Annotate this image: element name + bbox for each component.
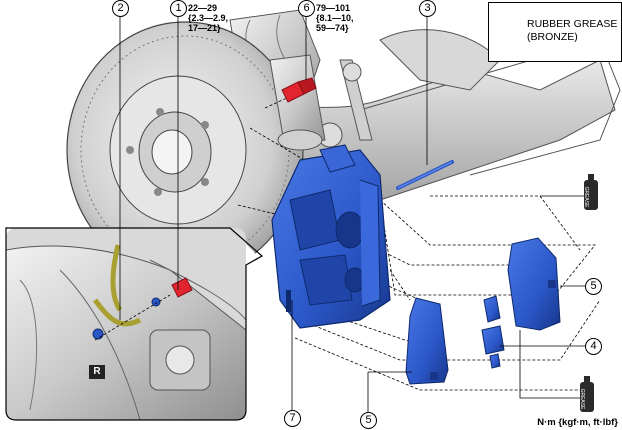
- callout-5-lower: 5: [360, 412, 377, 429]
- callout-7: 7: [284, 410, 301, 427]
- legend-line-1: RUBBER GREASE: [527, 18, 618, 30]
- inset-badge-r: R: [89, 365, 105, 379]
- grease-tube-icon: GREASE: [579, 376, 594, 412]
- legend-line-2: (BRONZE): [527, 31, 578, 43]
- brake-caliper: [271, 144, 391, 329]
- svg-text:GREASE: GREASE: [579, 389, 585, 411]
- torque-spec-6: 79—101 {8.1—10, 59—74}: [316, 3, 354, 33]
- callout-leaders: [119, 14, 588, 416]
- callout-5-upper: 5: [585, 278, 602, 295]
- grease-tube-icon: GREASE: [583, 174, 598, 210]
- inset-detail-panel: [5, 227, 264, 421]
- svg-text:GREASE: GREASE: [583, 187, 589, 209]
- callout-2: 2: [112, 0, 129, 17]
- inner-brake-pad: [405, 297, 449, 385]
- caliper-bolt-upper: [281, 77, 317, 103]
- torque-units: N·m {kgf·m, ft·lbf}: [537, 417, 618, 428]
- callout-4: 4: [585, 338, 602, 355]
- outer-brake-pad: [507, 237, 561, 331]
- legend-label: RUBBER GREASE (BRONZE): [527, 18, 617, 44]
- callout-1: 1: [170, 0, 187, 17]
- torque-spec-1: 22—29 {2.3—2.9, 17—21}: [188, 3, 229, 33]
- callout-6: 6: [298, 0, 315, 17]
- guide-pin: [396, 160, 454, 190]
- callout-3: 3: [419, 0, 436, 17]
- pad-shims: [481, 295, 505, 369]
- legend-box: RUBBER GREASE (BRONZE): [488, 2, 622, 62]
